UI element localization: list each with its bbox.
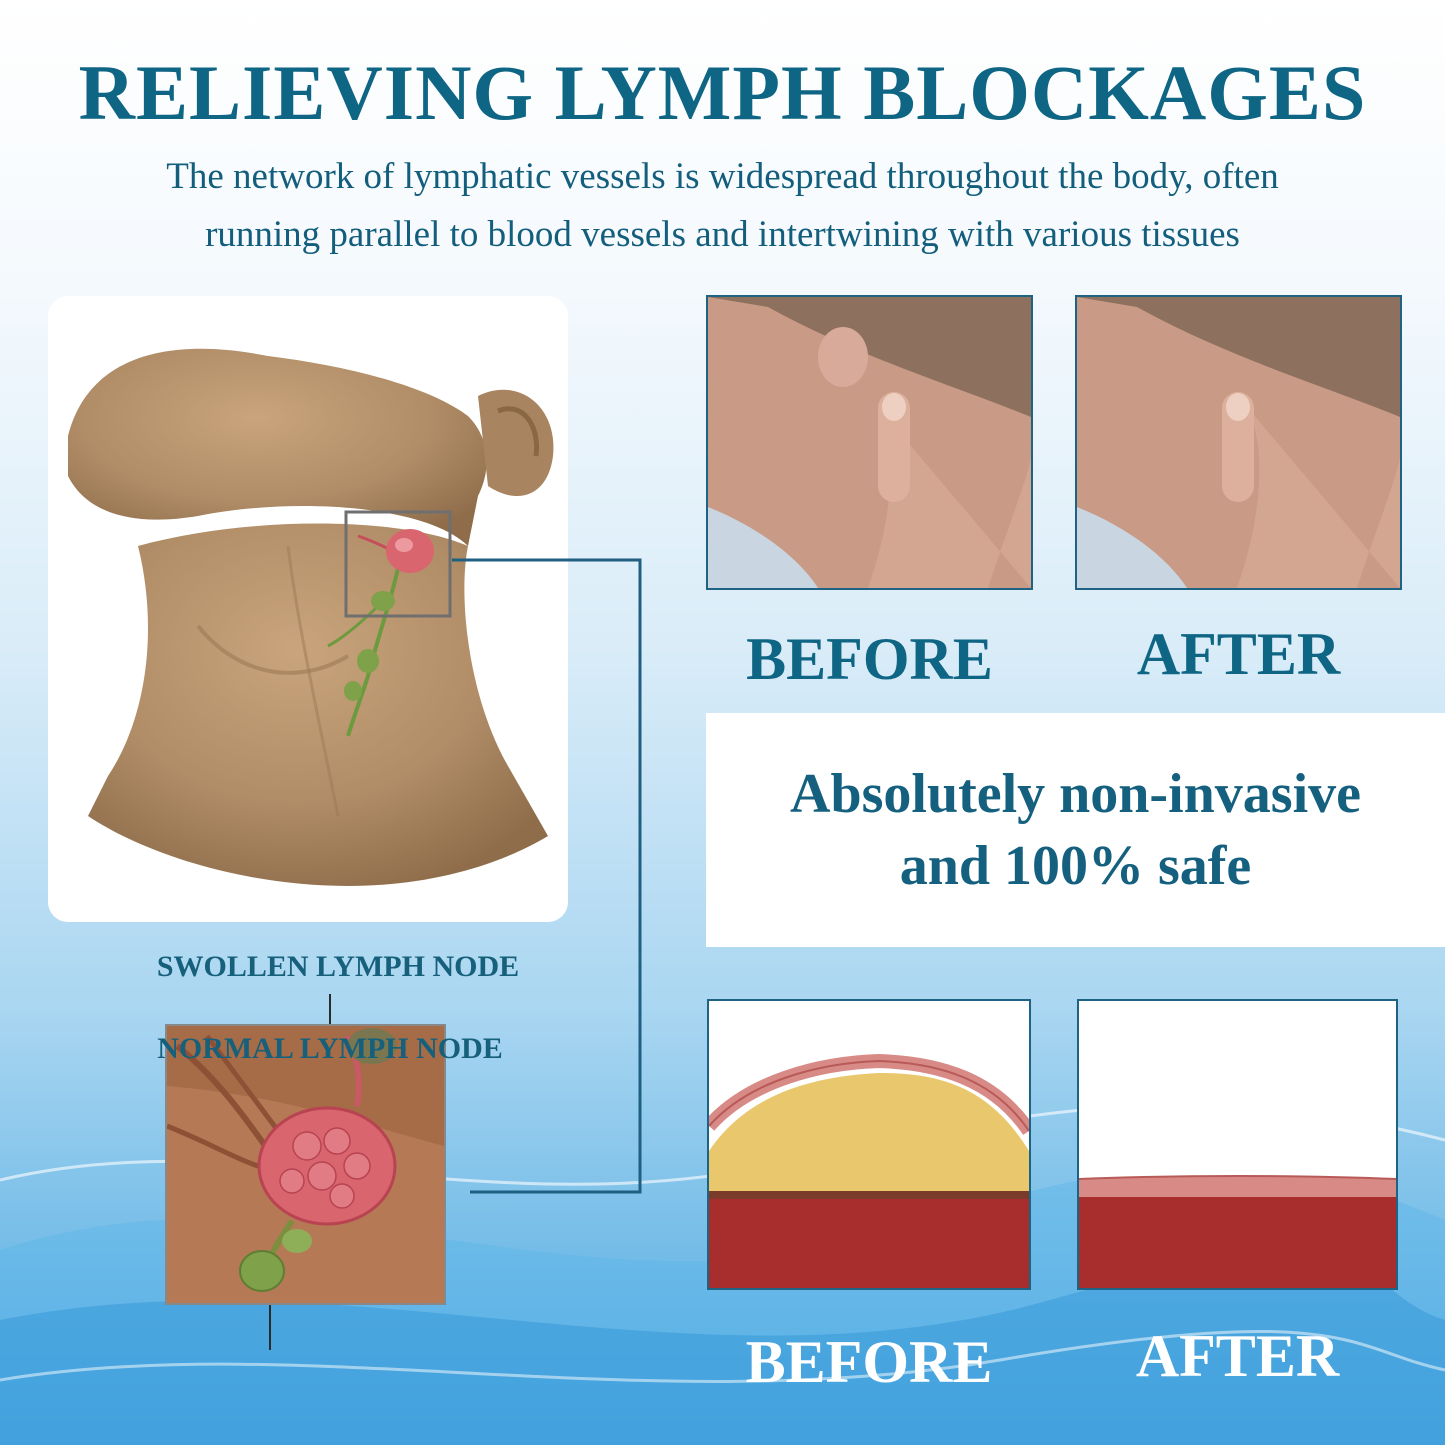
after-photo-caption: AFTER <box>1136 621 1341 687</box>
safety-line-2: and 100% safe <box>899 835 1252 897</box>
subtitle-line-1: The network of lymphatic vessels is wide… <box>166 156 1279 197</box>
before-tissue-illustration <box>707 999 1031 1290</box>
subtitle-line-2: running parallel to blood vessels and in… <box>205 214 1240 255</box>
zoom-highlight-box <box>344 510 452 618</box>
after-neck-photo <box>1075 295 1402 590</box>
neck-illustration <box>68 348 554 886</box>
safety-line-1: Absolutely non-invasive <box>790 763 1361 825</box>
safety-card: Absolutely non-invasive and 100% safe <box>706 713 1445 947</box>
after-tissue-caption: AFTER <box>1135 1323 1340 1389</box>
normal-lymph-node-label: NORMAL LYMPH NODE <box>157 1032 503 1065</box>
neck-illustration-card <box>48 296 568 922</box>
before-neck-photo <box>706 295 1033 590</box>
page-subtitle: The network of lymphatic vessels is wide… <box>40 148 1405 264</box>
page-title: RELIEVING LYMPH BLOCKAGES <box>78 49 1367 136</box>
before-tissue-caption: BEFORE <box>745 1329 993 1395</box>
lymph-node-closeup <box>165 1024 446 1305</box>
swollen-lymph-node-label: SWOLLEN LYMPH NODE <box>156 950 520 983</box>
after-tissue-illustration <box>1077 999 1398 1290</box>
before-photo-caption: BEFORE <box>746 626 993 692</box>
